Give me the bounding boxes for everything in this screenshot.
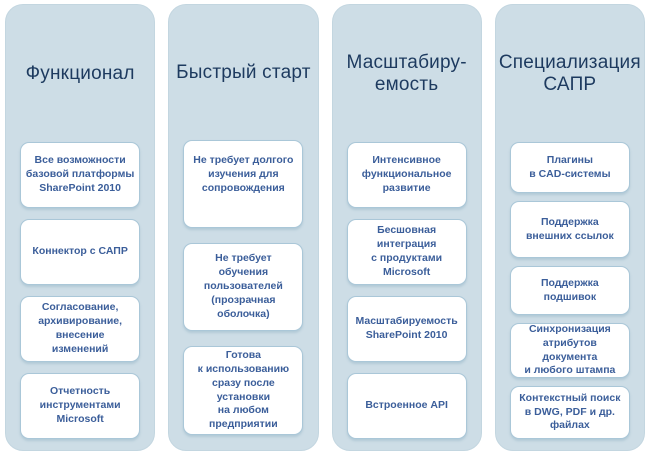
column-functional: Функционал Все возможности базовой платф… [5,4,156,451]
feature-card: Не требует обучения пользователей (прозр… [183,243,304,331]
feature-card: Все возможности базовой платформы ShareP… [20,142,141,208]
column-quick-start: Быстрый старт Не требует долгого изучени… [168,4,319,451]
feature-card: Готова к использованию сразу после устан… [183,346,304,435]
column-title: Функционал [25,62,135,84]
feature-card: Синхронизация атрибутов документа и любо… [509,323,630,378]
feature-card: Поддержка подшивок [509,266,630,315]
feature-card: Коннектор с САПР [20,219,141,285]
feature-card: Поддержка внешних ссылок [509,201,630,258]
feature-card: Отчетность инструментами Microsoft [20,373,141,439]
feature-card: Встроенное API [346,373,467,439]
feature-card: Масштабируемость SharePoint 2010 [346,296,467,362]
column-scalability: Масштабиру- емость Интенсивное функциона… [331,4,482,451]
column-cad-specialization: Специализация САПР Плагины в CAD-системы… [494,4,645,451]
column-title: Быстрый старт [176,61,311,83]
feature-card: Плагины в CAD-системы [509,142,630,193]
feature-card: Согласование, архивирование, внесение из… [20,296,141,362]
feature-card: Бесшовная интеграция с продуктами Micros… [346,219,467,285]
column-title: Специализация САПР [498,51,641,95]
feature-card: Интенсивное функциональное развитие [346,142,467,208]
feature-card: Не требует долгого изучения для сопровож… [183,140,304,229]
column-title: Масштабиру- емость [346,51,467,95]
feature-card: Контекстный поиск в DWG, PDF и др. файла… [509,386,630,439]
